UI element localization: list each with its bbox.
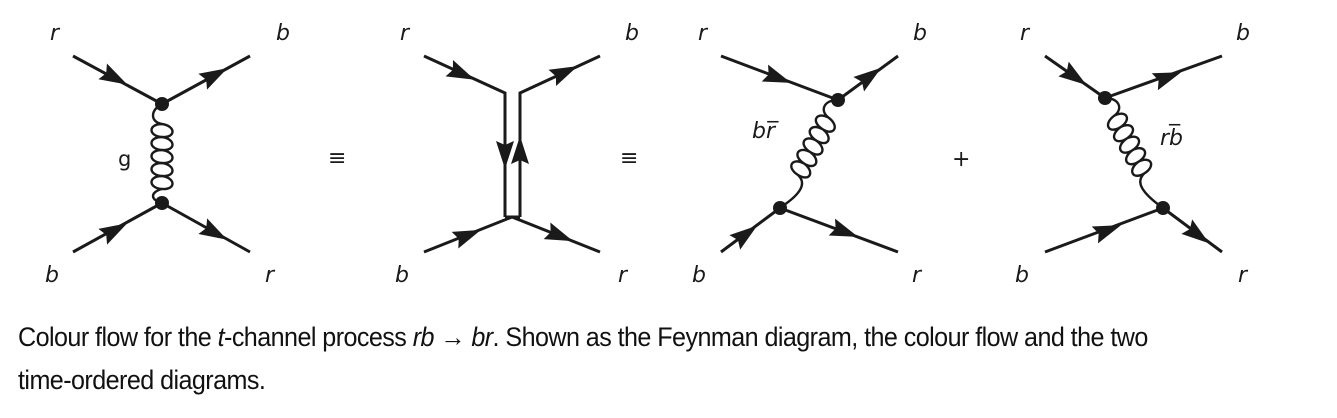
arrow-icon (451, 221, 485, 249)
caption-arrow: → (433, 322, 472, 352)
time-ordered-diagram-2: r b b r rb̅ (1015, 21, 1250, 288)
label-bottom-right: r (618, 263, 629, 288)
arrow-icon (761, 64, 795, 92)
label-bottom-right: r (912, 263, 923, 288)
label-top-left: r (50, 21, 61, 46)
label-top-left: r (698, 21, 709, 46)
arrow-icon (98, 215, 132, 245)
arrow-icon (511, 136, 529, 164)
outgoing-quark-b-line (161, 54, 251, 106)
label-top-right: b (625, 21, 639, 46)
label-bottom-left: b (395, 263, 409, 288)
vertex-top (831, 93, 845, 107)
caption-text: Colour flow for the (18, 322, 218, 352)
figure-caption: Colour flow for the t-channel process rb… (18, 316, 1227, 402)
gluon-propagator (150, 102, 174, 205)
colour-flow-diagram: r b b r (395, 21, 639, 288)
label-bottom-right: r (1238, 263, 1249, 288)
vertex-bottom (155, 196, 169, 210)
label-top-right: b (913, 21, 927, 46)
vertex-bottom (1156, 201, 1170, 215)
label-bottom-left: b (692, 263, 706, 288)
vertex-bottom (773, 201, 787, 215)
gluon-propagator (1104, 96, 1164, 209)
equivalent-operator: ≡ (328, 146, 346, 171)
arrow-icon (198, 60, 232, 90)
arrow-icon (548, 57, 582, 87)
vertex-top (155, 97, 169, 111)
caption-rb: rb (412, 322, 435, 352)
caption-br: br (471, 322, 493, 352)
propagator-label: br̅ (752, 119, 779, 144)
arrow-icon (496, 141, 514, 169)
equivalent-operator: ≡ (620, 146, 638, 171)
label-bottom-left: b (45, 263, 59, 288)
colour-flow-figure: r b b r g ≡ r b b r ≡ r (45, 21, 1250, 288)
propagator-label: rb̅ (1160, 124, 1183, 151)
arrow-icon (1058, 61, 1092, 93)
arrow-icon (543, 222, 577, 250)
arrow-icon (1151, 63, 1185, 91)
arrow-icon (1091, 216, 1125, 244)
arrow-icon (198, 218, 232, 248)
label-top-left: r (1020, 21, 1031, 46)
label-top-right: b (1236, 21, 1250, 46)
gluon-propagator (779, 98, 839, 209)
caption-text: . Shown as the Feynman diagram, the colo… (492, 322, 1149, 352)
caption-text: -channel process (224, 322, 413, 352)
label-bottom-left: b (1015, 263, 1029, 288)
label-top-right: b (276, 21, 290, 46)
vertex-top (1098, 91, 1112, 105)
outgoing-quark-r-line (161, 201, 251, 254)
red-colour-line-in (423, 54, 507, 217)
arrow-icon (98, 63, 132, 93)
arrow-icon (445, 60, 479, 88)
label-top-left: r (400, 21, 411, 46)
caption-t: t (217, 322, 225, 352)
caption-line-2: time-ordered diagrams. (18, 365, 266, 395)
time-ordered-diagram-1: r b b r br̅ (692, 21, 927, 288)
feynman-diagram: r b b r g (45, 21, 290, 288)
plus-operator: + (952, 147, 970, 172)
arrow-icon (828, 218, 862, 246)
gluon-label: g (118, 147, 131, 171)
label-bottom-right: r (265, 263, 276, 288)
bottom-colour-lines (423, 215, 601, 254)
